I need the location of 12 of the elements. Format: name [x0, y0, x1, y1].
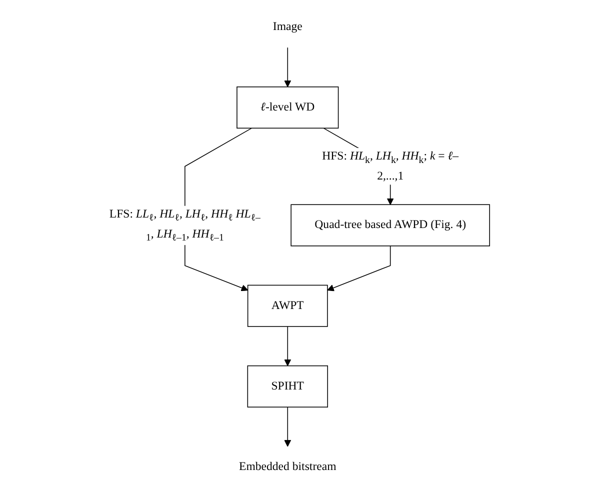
arrow: [284, 326, 291, 366]
node-text: Embedded bitstream: [238, 460, 336, 474]
node-box: SPIHT: [246, 365, 328, 408]
arrow: [326, 246, 390, 292]
edge-label: HFS: HL$_{k}$, LH$_{k}$, HH$_{k}$; k = ℓ–2,...,1: [322, 150, 458, 182]
node-box: AWPT: [246, 284, 328, 327]
arrow: [284, 406, 291, 447]
node-box: ℓ-level WD: [236, 86, 338, 129]
edge-label: LFS: LL$_{ℓ}$, HL$_{ℓ}$, LH$_{ℓ}$, HH$_{ℓ}$ HL$_{ℓ–}$$_{1}$, LH$_{ℓ–1}$, HH$_{ℓ–1}$: [108, 208, 260, 243]
node-box: Quad-tree based AWPD (Fig. 4): [290, 204, 490, 246]
node-text: Image: [272, 20, 302, 34]
arrow: [284, 47, 291, 88]
